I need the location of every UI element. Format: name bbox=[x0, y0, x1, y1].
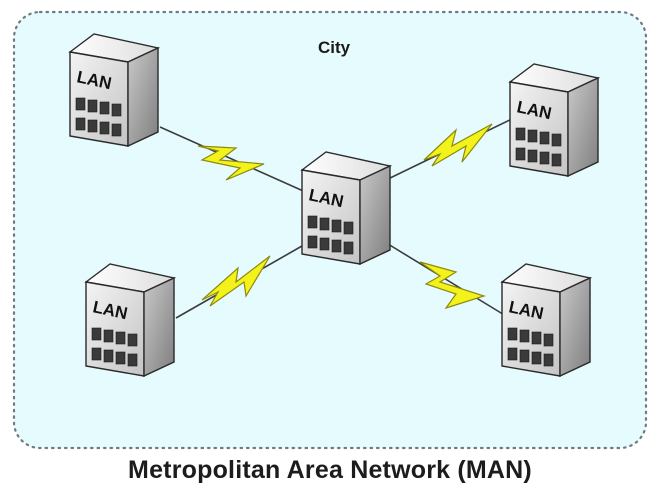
lan-node-bottom-right: LAN bbox=[500, 263, 593, 378]
building-window bbox=[527, 129, 538, 143]
building-window bbox=[527, 149, 538, 163]
building-window bbox=[543, 353, 554, 367]
building-window bbox=[507, 347, 518, 361]
buildings-layer: LAN LAN LAN LAN LAN bbox=[68, 33, 601, 378]
building-window bbox=[75, 117, 86, 131]
links-layer bbox=[159, 115, 519, 319]
lan-node-top-left: LAN bbox=[68, 33, 161, 148]
lan-node-center: LAN bbox=[300, 151, 393, 266]
building-window bbox=[307, 235, 318, 249]
link-top-left-center bbox=[159, 126, 311, 195]
link-center-bottom-left bbox=[175, 245, 303, 319]
building-window bbox=[91, 347, 102, 361]
building-side bbox=[143, 276, 175, 378]
lightning-bolt-icon bbox=[419, 261, 486, 310]
building-window bbox=[103, 329, 114, 343]
building-window bbox=[115, 331, 126, 345]
building-window bbox=[111, 123, 122, 137]
building-window bbox=[319, 217, 330, 231]
building-window bbox=[543, 333, 554, 347]
building-window bbox=[343, 241, 354, 255]
lan-node-top-right: LAN bbox=[508, 63, 601, 178]
building-window bbox=[551, 153, 562, 167]
building-window bbox=[331, 219, 342, 233]
building-window bbox=[515, 127, 526, 141]
link-center-bottom-right bbox=[387, 243, 507, 317]
building-window bbox=[111, 103, 122, 117]
building-window bbox=[531, 351, 542, 365]
building-side bbox=[567, 76, 599, 178]
building-window bbox=[531, 331, 542, 345]
building-window bbox=[91, 327, 102, 341]
building-window bbox=[331, 239, 342, 253]
city-label: City bbox=[318, 38, 351, 57]
lightning-bolt-icon bbox=[197, 145, 265, 181]
lan-node-bottom-left: LAN bbox=[84, 263, 177, 378]
building-window bbox=[127, 353, 138, 367]
building-side bbox=[127, 46, 159, 148]
building-window bbox=[539, 151, 550, 165]
building-window bbox=[307, 215, 318, 229]
building-window bbox=[519, 329, 530, 343]
lightning-bolt-icon bbox=[201, 255, 271, 307]
building-window bbox=[103, 349, 114, 363]
building-window bbox=[99, 121, 110, 135]
link-center-top-right bbox=[385, 115, 519, 181]
building-window bbox=[507, 327, 518, 341]
building-side bbox=[559, 276, 591, 378]
building-side bbox=[359, 164, 391, 266]
diagram-caption: Metropolitan Area Network (MAN) bbox=[128, 456, 532, 484]
building-window bbox=[519, 349, 530, 363]
building-window bbox=[539, 131, 550, 145]
building-window bbox=[115, 351, 126, 365]
building-window bbox=[319, 237, 330, 251]
building-window bbox=[75, 97, 86, 111]
lightning-bolt-icon bbox=[423, 123, 493, 167]
building-window bbox=[515, 147, 526, 161]
building-window bbox=[87, 119, 98, 133]
building-window bbox=[551, 133, 562, 147]
building-window bbox=[127, 333, 138, 347]
building-window bbox=[343, 221, 354, 235]
building-window bbox=[99, 101, 110, 115]
building-window bbox=[87, 99, 98, 113]
